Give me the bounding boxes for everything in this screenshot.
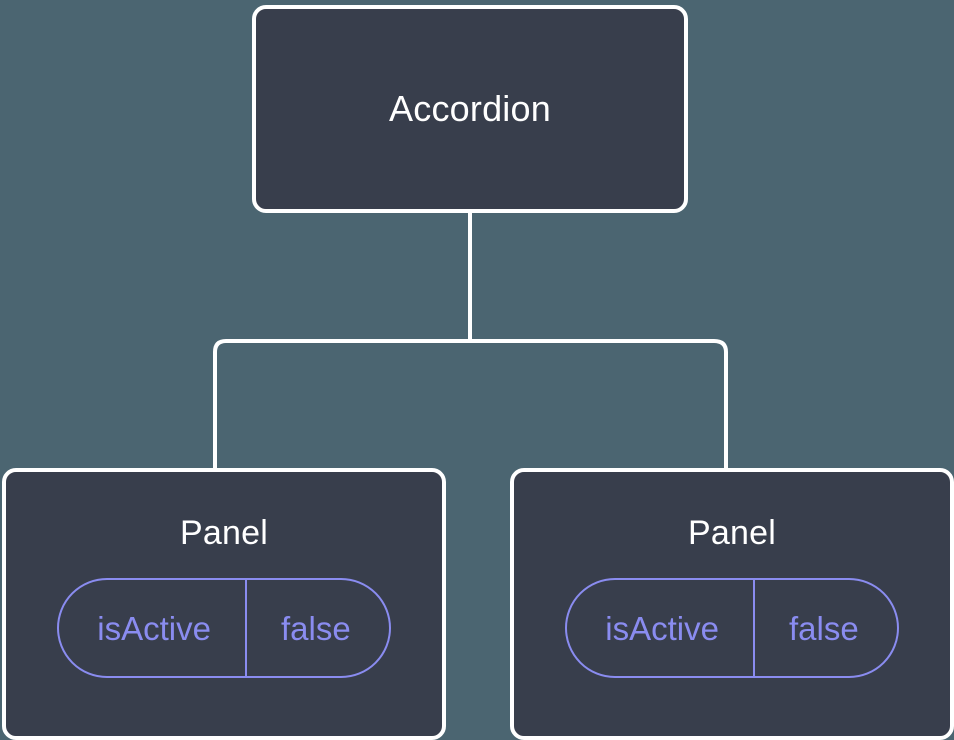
tree-node-panel-2[interactable]: Panel isActive false xyxy=(510,468,954,740)
node-title: Accordion xyxy=(389,88,551,129)
node-title: Panel xyxy=(688,514,776,552)
prop-badge[interactable]: isActive false xyxy=(57,578,391,678)
node-title: Panel xyxy=(180,514,268,552)
prop-value: false xyxy=(752,580,897,676)
edge-split-bar xyxy=(213,339,728,470)
prop-key: isActive xyxy=(605,609,719,647)
tree-node-panel-1[interactable]: Panel isActive false xyxy=(2,468,446,740)
prop-key: isActive xyxy=(97,609,211,647)
prop-value: false xyxy=(244,580,389,676)
tree-node-accordion[interactable]: Accordion xyxy=(252,5,688,213)
prop-badge[interactable]: isActive false xyxy=(565,578,899,678)
